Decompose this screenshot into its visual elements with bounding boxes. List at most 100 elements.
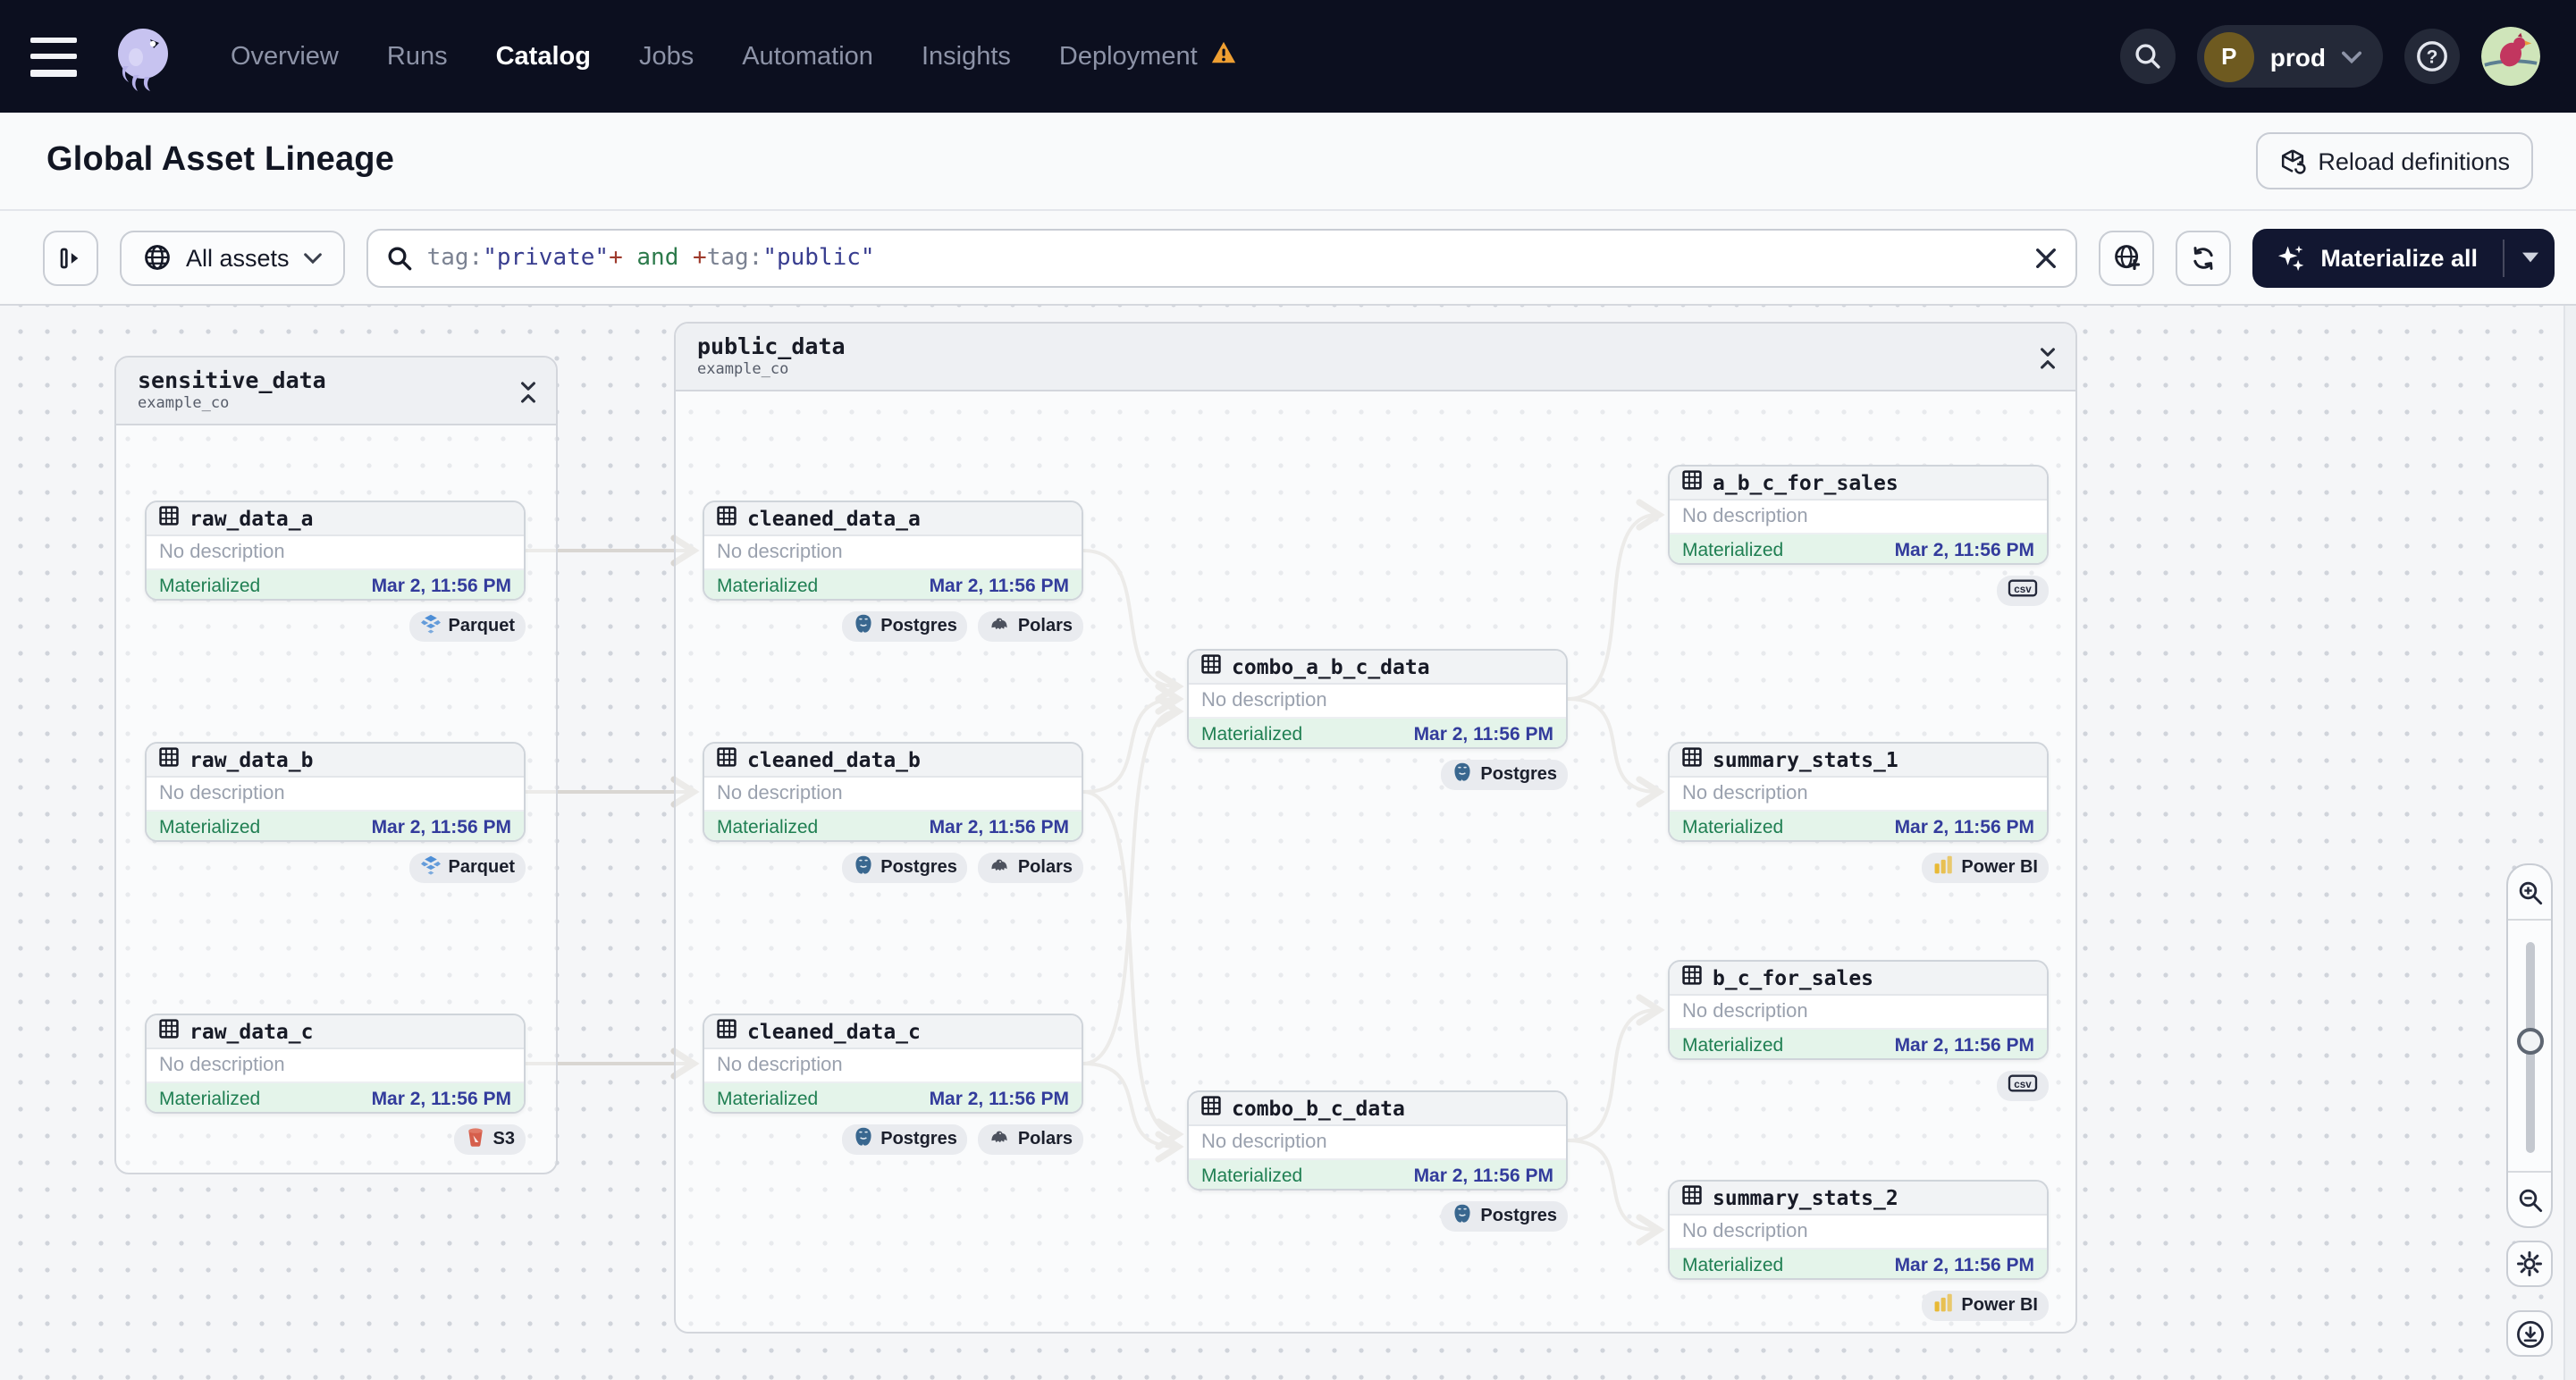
asset-node-summary_stats_1[interactable]: summary_stats_1 No description Materiali… (1668, 742, 2049, 842)
vertical-scrollbar[interactable] (2563, 306, 2576, 1380)
asset-node-header: b_c_for_sales (1670, 962, 2047, 996)
search-icon[interactable] (2119, 29, 2176, 84)
materialization-timestamp[interactable]: Mar 2, 11:56 PM (929, 817, 1069, 838)
query-token: tag: (706, 244, 763, 271)
search-icon (388, 246, 411, 270)
asset-node-raw_data_c[interactable]: raw_data_c No description Materialized M… (145, 1014, 526, 1114)
nav-item-jobs[interactable]: Jobs (638, 42, 695, 71)
materialize-options-caret[interactable] (2504, 228, 2555, 287)
group-subtitle: example_co (138, 395, 230, 413)
asset-description: No description (704, 1049, 1082, 1083)
asset-node-a_b_c_for_sales[interactable]: a_b_c_for_sales No description Materiali… (1668, 465, 2049, 565)
zoom-slider-thumb[interactable] (2517, 1028, 2544, 1055)
download-graph-button[interactable] (2506, 1310, 2553, 1357)
asset-name: combo_a_b_c_data (1232, 654, 1430, 679)
global-graph-button[interactable] (2099, 230, 2155, 285)
kind-tag-label: Power BI (1961, 1296, 2038, 1316)
zoom-control-panel (2506, 863, 2553, 1228)
table-icon (1682, 1182, 1702, 1214)
table-icon (1201, 651, 1221, 683)
asset-name: a_b_c_for_sales (1713, 470, 1898, 495)
nav-item-catalog[interactable]: Catalog (495, 42, 591, 71)
table-icon (159, 502, 179, 534)
asset-description: No description (1189, 685, 1566, 719)
materialization-timestamp[interactable]: Mar 2, 11:56 PM (929, 1089, 1069, 1110)
materialization-timestamp[interactable]: Mar 2, 11:56 PM (1894, 817, 2034, 838)
asset-name: raw_data_c (189, 1019, 314, 1044)
kind-tag-label: S3 (492, 1130, 515, 1149)
asset-node-summary_stats_2[interactable]: summary_stats_2 No description Materiali… (1668, 1180, 2049, 1280)
status-badge: Materialized (1682, 540, 1784, 561)
hamburger-menu-icon[interactable] (30, 37, 77, 76)
asset-node-cleaned_data_c[interactable]: cleaned_data_c No description Materializ… (703, 1014, 1083, 1114)
nav-item-automation[interactable]: Automation (742, 42, 873, 71)
asset-status-row: Materialized Mar 2, 11:56 PM (1670, 1250, 2047, 1278)
materialization-timestamp[interactable]: Mar 2, 11:56 PM (1894, 1035, 2034, 1056)
asset-status-row: Materialized Mar 2, 11:56 PM (1670, 1030, 2047, 1058)
asset-node-combo_a_b_c_data[interactable]: combo_a_b_c_data No description Material… (1187, 649, 1568, 749)
asset-node-b_c_for_sales[interactable]: b_c_for_sales No description Materialize… (1668, 960, 2049, 1060)
csv-icon: csv (2008, 1074, 2038, 1098)
collapse-group-icon[interactable] (513, 377, 542, 406)
polars-icon (989, 1126, 1011, 1153)
warning-icon (1210, 39, 1237, 73)
materialization-timestamp[interactable]: Mar 2, 11:56 PM (371, 817, 511, 838)
asset-node-raw_data_a[interactable]: raw_data_a No description Materialized M… (145, 501, 526, 601)
materialization-timestamp[interactable]: Mar 2, 11:56 PM (1413, 1165, 1553, 1187)
asset-node-cleaned_data_a[interactable]: cleaned_data_a No description Materializ… (703, 501, 1083, 601)
table-icon (1682, 962, 1702, 994)
zoom-in-button[interactable] (2508, 865, 2551, 919)
graph-settings-button[interactable] (2506, 1241, 2553, 1287)
asset-node-header: cleaned_data_a (704, 502, 1082, 536)
materialization-timestamp[interactable]: Mar 2, 11:56 PM (371, 576, 511, 597)
kind-tag-label: Power BI (1961, 858, 2038, 878)
status-badge: Materialized (1682, 1035, 1784, 1056)
nav-item-runs[interactable]: Runs (386, 42, 448, 71)
nav-item-deployment[interactable]: Deployment (1059, 39, 1237, 73)
asset-kind-tags: csv (1668, 576, 2049, 606)
asset-status-row: Materialized Mar 2, 11:56 PM (704, 1083, 1082, 1112)
filter-query-text: tag:"private"+ and +tag:"public" (427, 244, 2021, 271)
asset-scope-dropdown[interactable]: All assets (120, 230, 345, 285)
materialization-timestamp[interactable]: Mar 2, 11:56 PM (1894, 540, 2034, 561)
refresh-button[interactable] (2176, 230, 2232, 285)
query-token: tag: (426, 244, 484, 271)
asset-description: No description (147, 778, 524, 812)
asset-description: No description (147, 1049, 524, 1083)
topbar-right-cluster: P prod ? (2119, 25, 2540, 88)
materialization-timestamp[interactable]: Mar 2, 11:56 PM (929, 576, 1069, 597)
asset-description: No description (1189, 1126, 1566, 1160)
clear-filter-icon[interactable] (2034, 246, 2058, 269)
zoom-slider[interactable] (2508, 919, 2551, 1173)
materialization-timestamp[interactable]: Mar 2, 11:56 PM (1894, 1255, 2034, 1276)
materialization-timestamp[interactable]: Mar 2, 11:56 PM (371, 1089, 511, 1110)
reload-definitions-button[interactable]: Reload definitions (2255, 132, 2533, 189)
deployment-switcher[interactable]: P prod (2196, 25, 2383, 88)
status-badge: Materialized (1682, 817, 1784, 838)
asset-node-cleaned_data_b[interactable]: cleaned_data_b No description Materializ… (703, 742, 1083, 842)
globe-add-icon (2114, 245, 2140, 271)
chevron-down-icon (2342, 50, 2361, 63)
nav-item-overview[interactable]: Overview (231, 42, 339, 71)
kind-tag-polars: Polars (978, 611, 1083, 642)
zoom-out-button[interactable] (2508, 1173, 2551, 1226)
materialization-timestamp[interactable]: Mar 2, 11:56 PM (1413, 724, 1553, 745)
toggle-sidebar-button[interactable] (43, 230, 98, 285)
nav-item-insights[interactable]: Insights (921, 42, 1011, 71)
materialize-all-button[interactable]: Materialize all (2252, 228, 2503, 287)
kind-tag-label: Polars (1017, 858, 1073, 878)
asset-node-header: cleaned_data_c (704, 1015, 1082, 1049)
user-avatar[interactable] (2481, 27, 2540, 86)
dagster-logo-icon[interactable] (105, 19, 181, 94)
asset-node-combo_b_c_data[interactable]: combo_b_c_data No description Materializ… (1187, 1090, 1568, 1191)
asset-name: b_c_for_sales (1713, 965, 1874, 990)
asset-status-row: Materialized Mar 2, 11:56 PM (704, 570, 1082, 599)
page-header: Global Asset Lineage Reload definitions (0, 113, 2576, 211)
help-icon[interactable]: ? (2404, 29, 2460, 84)
collapse-group-icon[interactable] (2033, 343, 2061, 372)
asset-filter-input[interactable]: tag:"private"+ and +tag:"public" (366, 228, 2078, 287)
lineage-graph-canvas[interactable]: sensitive_data example_co public_data ex… (0, 306, 2576, 1380)
asset-node-raw_data_b[interactable]: raw_data_b No description Materialized M… (145, 742, 526, 842)
